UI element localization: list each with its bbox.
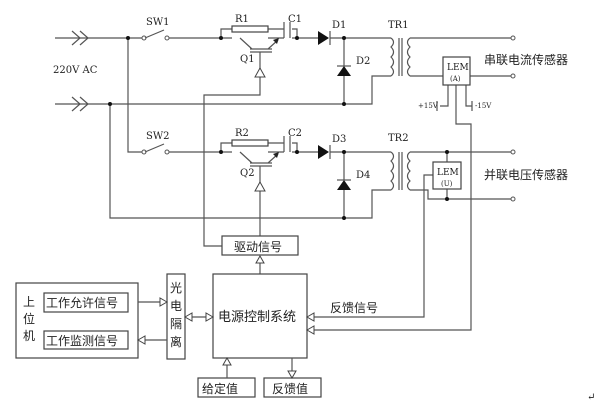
- capacitor-c1: [283, 22, 291, 38]
- lem-u-label: LEM: [437, 168, 459, 178]
- series-current-sensor-label: 串联电流传感器: [484, 52, 568, 67]
- switch-sw1: [141, 29, 170, 41]
- sw2-label: SW2: [146, 131, 170, 142]
- bidirectional-arrow-icon: [183, 312, 215, 322]
- diodes-stage-1: [318, 31, 351, 104]
- lem-current-sensor: [307, 56, 473, 331]
- monitor-signal-label: 工作监测信号: [46, 334, 118, 348]
- c2-label: C2: [288, 128, 302, 139]
- sw1-label: SW1: [146, 17, 170, 28]
- input-voltage-label: 220V AC: [53, 65, 98, 76]
- arrow-icon: [287, 370, 297, 380]
- enable-signal-label: 工作允许信号: [46, 295, 118, 310]
- monitor-signal-block: [43, 330, 129, 350]
- paragraph-mark: ↵: [587, 392, 595, 402]
- output-terminals: [510, 35, 516, 202]
- host-char: 位: [23, 311, 35, 326]
- q1-label: Q1: [240, 54, 255, 65]
- lem-a-sub-label: (A): [450, 75, 461, 83]
- arrow-icon: [255, 254, 265, 264]
- opto-char: 隔: [170, 317, 182, 331]
- host-char: 机: [23, 329, 35, 343]
- c1-label: C1: [288, 14, 302, 25]
- input-ac-wires: [55, 30, 391, 219]
- lem-a-label: LEM: [447, 63, 469, 73]
- diodes-stage-2: [318, 145, 351, 218]
- tr1-label: TR1: [388, 20, 409, 31]
- opto-char: 光: [170, 281, 182, 295]
- feedback-arrow-icon: [305, 312, 315, 335]
- plus-15v-label: +15V: [418, 102, 439, 110]
- igbt-stage-2: [220, 136, 298, 236]
- d1-label: D1: [332, 20, 346, 31]
- feedback-value-label: 反馈值: [272, 381, 308, 396]
- control-system-block: [212, 273, 308, 359]
- lem-voltage-sensor: [307, 161, 462, 318]
- opto-char: 电: [170, 299, 182, 313]
- transformer-tr1: [390, 37, 511, 77]
- minus-15v-label: -15V: [475, 102, 492, 110]
- plug-arrow-icon: [71, 96, 89, 112]
- enable-signal-block: [43, 292, 129, 313]
- r2-label: R2: [235, 128, 249, 139]
- opto-char: 离: [170, 334, 182, 349]
- control-system-label: 电源控制系统: [218, 310, 296, 325]
- transformer-tr2: [390, 151, 511, 200]
- junction-dots: [108, 36, 449, 220]
- setpoint-label: 给定值: [202, 381, 238, 396]
- d3-label: D3: [332, 134, 346, 145]
- arrow-icon: [222, 356, 232, 366]
- plug-arrow-icon: [71, 30, 89, 46]
- d2-label: D2: [356, 56, 370, 67]
- parallel-voltage-sensor-label: 并联电压传感器: [484, 167, 568, 182]
- host-char: 上: [23, 295, 35, 309]
- d4-label: D4: [356, 170, 370, 181]
- capacitor-c2: [283, 136, 291, 152]
- arrow-icon: [136, 297, 169, 345]
- lem-u-sub-label: (U): [441, 180, 453, 188]
- igbt-stage-1: [203, 22, 298, 247]
- feedback-signal-label: 反馈信号: [330, 301, 378, 315]
- r1-label: R1: [235, 14, 249, 25]
- switch-sw2: [141, 143, 170, 155]
- drive-signal-label: 驱动信号: [234, 240, 282, 254]
- tr2-label: TR2: [388, 133, 409, 144]
- q2-label: Q2: [240, 168, 255, 179]
